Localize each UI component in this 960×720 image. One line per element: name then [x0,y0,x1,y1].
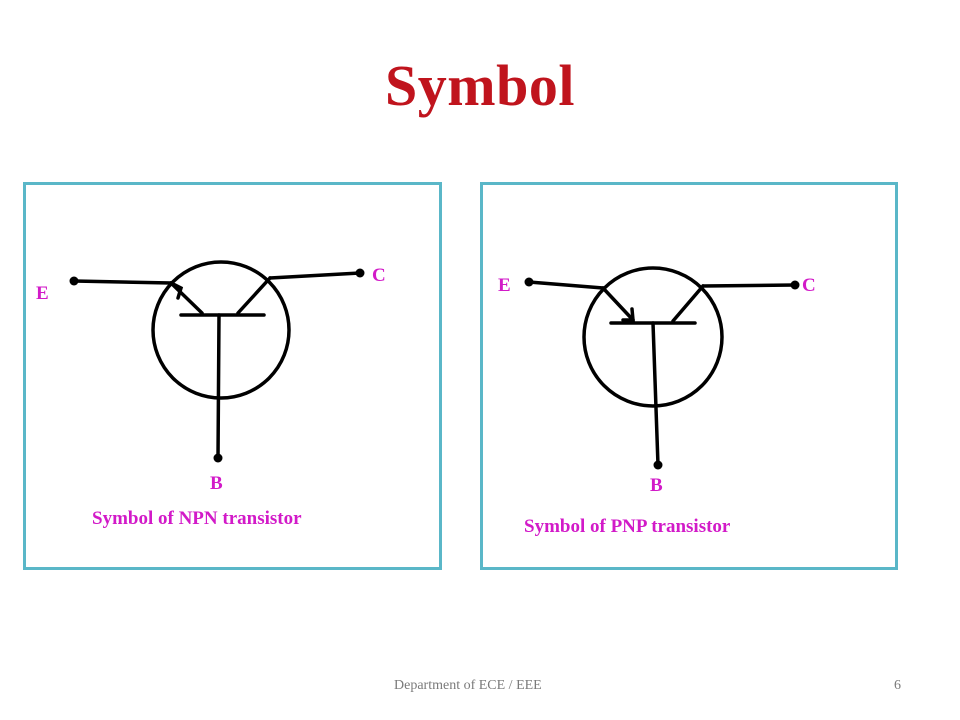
npn-emitter-terminal-dot [69,276,79,286]
pnp-symbol [524,266,800,470]
npn-base-lead [216,313,221,460]
slide-title: Symbol [385,53,575,118]
npn-base-terminal-dot [213,453,223,463]
pnp-emitter-diagonal [601,286,635,322]
npn-base-label: B [210,473,223,494]
pnp-collector-terminal-dot [790,280,800,290]
pnp-diagram-panel: E C B Symbol of PNP transistor [480,182,898,570]
pnp-envelope-circle [582,266,724,408]
npn-emitter-diagonal [169,281,204,315]
pnp-collector-lead [701,283,797,288]
pnp-emitter-arrow [621,307,635,322]
npn-collector-lead [268,271,362,280]
page-number: 6 [894,678,901,693]
pnp-collector-diagonal [671,284,705,323]
npn-emitter-lead [72,279,173,285]
pnp-base-terminal-dot [653,460,663,470]
pnp-emitter-terminal-dot [524,277,534,287]
npn-symbol [69,260,365,463]
pnp-caption: Symbol of PNP transistor [524,516,731,537]
npn-collector-diagonal [236,276,272,315]
npn-emitter-arrow [169,281,184,300]
pnp-emitter-lead [527,280,605,290]
npn-diagram-panel: E C B Symbol of NPN transistor [23,182,442,570]
pnp-base-lead [651,321,660,467]
npn-emitter-label: E [36,283,49,304]
pnp-collector-label: C [802,275,816,296]
footer-department: Department of ECE / EEE [394,678,542,693]
pnp-emitter-label: E [498,275,511,296]
npn-envelope-circle [151,260,291,400]
pnp-base-label: B [650,475,663,496]
npn-collector-terminal-dot [355,268,365,278]
npn-caption: Symbol of NPN transistor [92,508,302,529]
npn-collector-label: C [372,265,386,286]
